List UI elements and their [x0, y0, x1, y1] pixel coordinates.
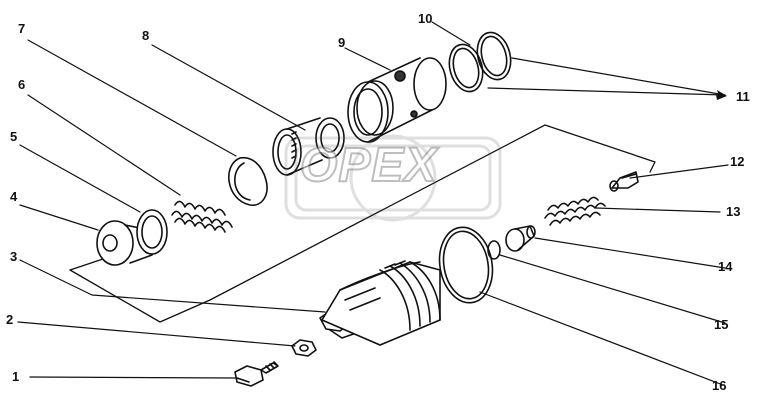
part-label-10: 10 [418, 11, 433, 26]
part-label-5: 5 [10, 129, 18, 144]
part-label-3: 3 [10, 249, 18, 264]
plunger-pin-part-12 [609, 171, 639, 192]
small-ring-part-15 [487, 240, 501, 260]
part-label-6: 6 [18, 77, 26, 92]
valve-insert-part-14 [505, 225, 536, 252]
leader-lines [17, 21, 729, 386]
large-o-ring-part-16 [438, 226, 494, 304]
nut-part-2 [291, 339, 317, 357]
part-label-13: 13 [726, 204, 741, 219]
part-label-12: 12 [730, 154, 745, 169]
part-label-14: 14 [718, 259, 733, 274]
bolt-part-1 [234, 361, 279, 387]
watermark-text: OPEX [299, 138, 438, 193]
snap-ring-part-7 [228, 156, 268, 206]
spring-part-6 [171, 200, 233, 233]
piston-sleeve-part-8 [272, 117, 345, 176]
o-rings-part-10-11 [448, 31, 512, 93]
part-label-15: 15 [714, 317, 729, 332]
arrowheads-part-11 [716, 90, 727, 100]
part-label-1: 1 [12, 369, 20, 384]
part-label-8: 8 [142, 28, 150, 43]
part-label-4: 4 [10, 189, 18, 204]
cylinder-part-9 [347, 57, 447, 143]
part-label-9: 9 [338, 35, 346, 50]
part-label-16: 16 [712, 378, 727, 393]
washer-part-5 [136, 209, 168, 255]
watermark-gear-icon [284, 134, 502, 222]
part-label-2: 2 [6, 312, 14, 327]
part-label-11: 11 [736, 89, 750, 104]
spring-part-13 [544, 196, 606, 226]
valve-body-part-3 [319, 260, 441, 346]
part-label-7: 7 [18, 21, 26, 36]
